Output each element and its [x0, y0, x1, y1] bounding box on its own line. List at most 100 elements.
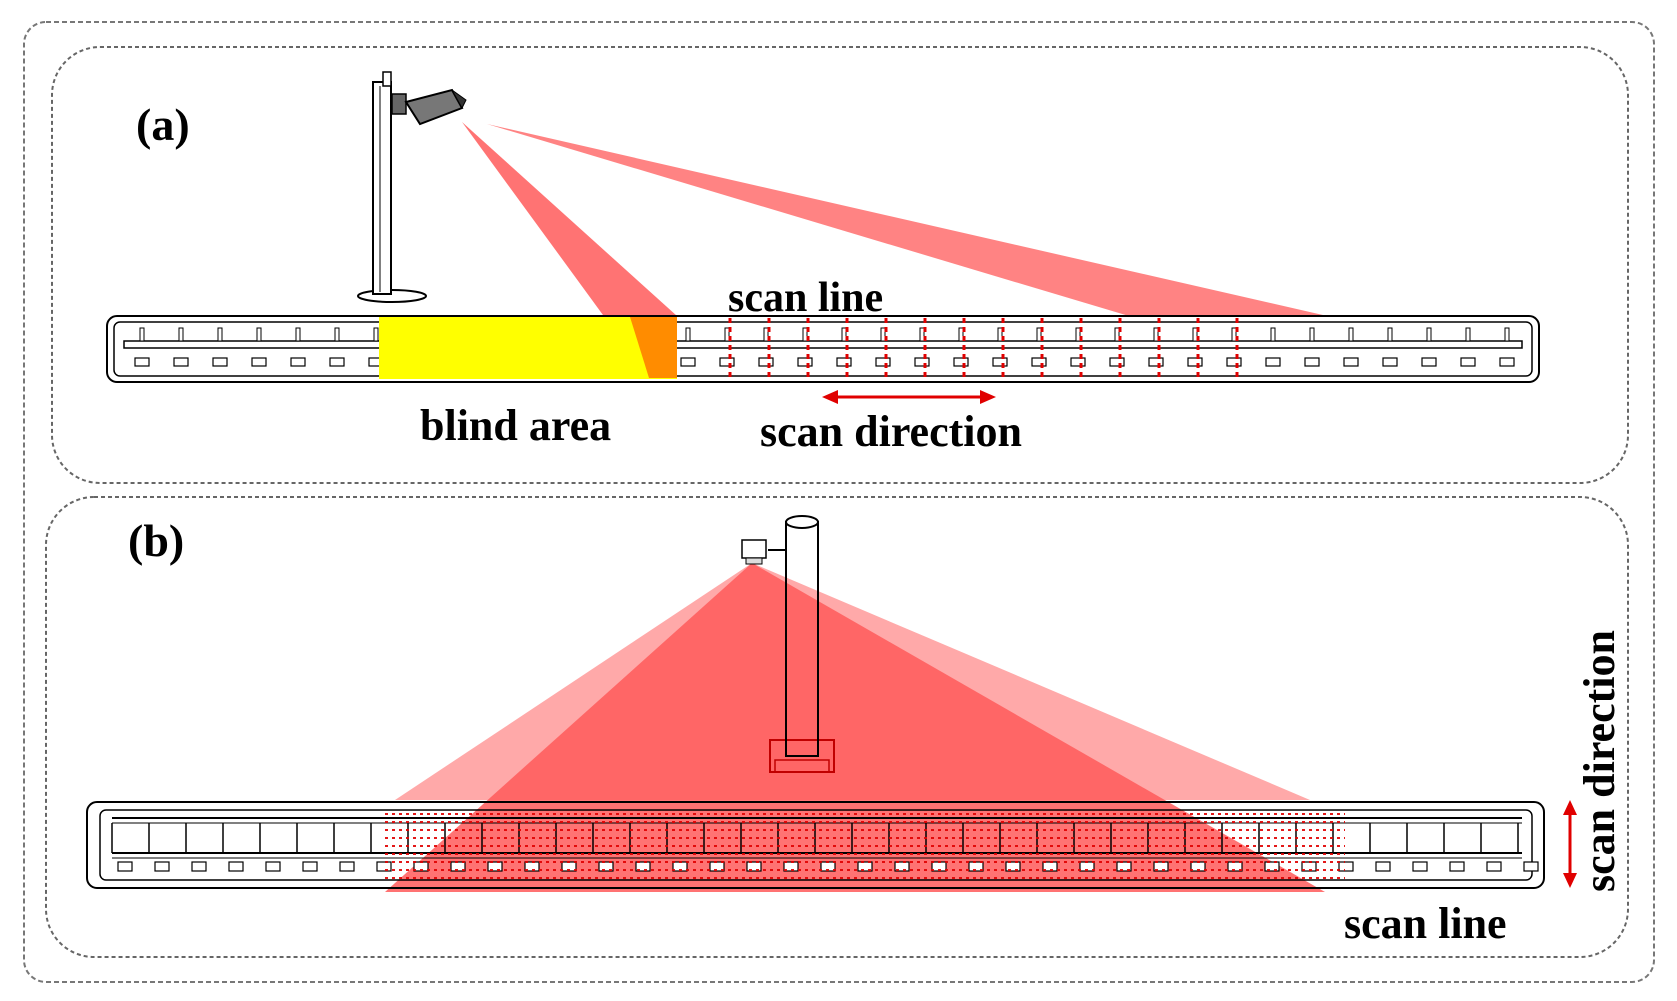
- sleeper: [1309, 327, 1315, 342]
- sleeper-foot: [1499, 357, 1515, 367]
- sleeper-foot: [251, 357, 267, 367]
- panel-a-blind-area-label: blind area: [420, 401, 611, 450]
- sleeper-foot: [117, 861, 133, 872]
- sleeper-foot: [212, 357, 228, 367]
- sleeper: [1036, 327, 1042, 342]
- sleeper-foot: [1412, 861, 1428, 872]
- sleeper-foot: [1116, 861, 1132, 872]
- sleeper-foot: [758, 357, 774, 367]
- sleeper: [802, 327, 808, 342]
- sleeper: [724, 327, 730, 342]
- sleeper-foot: [1460, 357, 1476, 367]
- sleeper-foot: [836, 357, 852, 367]
- sleeper-foot: [1148, 357, 1164, 367]
- sleeper: [1153, 327, 1159, 342]
- sleeper-foot: [635, 861, 651, 872]
- sleeper-foot: [265, 861, 281, 872]
- panel-a-scan-direction-label: scan direction: [760, 407, 1022, 456]
- sleeper-foot: [1187, 357, 1203, 367]
- sleeper-foot: [1264, 861, 1280, 872]
- sleeper-foot: [302, 861, 318, 872]
- sleeper-foot: [680, 357, 696, 367]
- sleeper-foot: [1449, 861, 1465, 872]
- panel-b-frame: [45, 496, 1629, 958]
- sleeper: [295, 327, 301, 342]
- sleeper-foot: [1226, 357, 1242, 367]
- sleeper-foot: [797, 357, 813, 367]
- sleeper: [1504, 327, 1510, 342]
- sleeper: [256, 327, 262, 342]
- sleeper-foot: [875, 357, 891, 367]
- sleeper: [919, 327, 925, 342]
- sleeper-foot: [1486, 861, 1502, 872]
- sleeper-foot: [487, 861, 503, 872]
- sleeper-foot: [1338, 861, 1354, 872]
- sleeper-foot: [154, 861, 170, 872]
- sleeper-foot: [953, 357, 969, 367]
- sleeper: [958, 327, 964, 342]
- sleeper-foot: [1005, 861, 1021, 872]
- panel-a-label: (a): [136, 99, 190, 150]
- near-beam: [462, 122, 677, 378]
- panel-b-scan-direction-label: scan direction: [1575, 630, 1624, 892]
- sleeper: [1192, 327, 1198, 342]
- sleeper: [178, 327, 184, 342]
- sleeper-foot: [914, 357, 930, 367]
- sleeper-foot: [134, 357, 150, 367]
- panel-a-frame: [51, 46, 1629, 484]
- blind-area-region: [379, 317, 677, 379]
- panel-a: (a) scan line blind: [51, 46, 1629, 484]
- panel-b: (b): [45, 496, 1629, 958]
- sleeper-foot: [1375, 861, 1391, 872]
- panel-b-scan-lines: [385, 813, 1345, 879]
- sleeper-foot: [719, 357, 735, 367]
- sleeper-foot: [1523, 861, 1539, 872]
- sleeper: [1465, 327, 1471, 342]
- sleeper-foot: [1382, 357, 1398, 367]
- sleeper-foot: [191, 861, 207, 872]
- sleeper: [1075, 327, 1081, 342]
- panel-a-scan-line-label: scan line: [728, 275, 883, 321]
- sleeper: [139, 327, 145, 342]
- far-beam: [487, 124, 1336, 378]
- panel-b-scan-direction-arrow: [1563, 800, 1577, 888]
- sleeper: [1426, 327, 1432, 342]
- sleeper: [880, 327, 886, 342]
- sleeper-foot: [1343, 357, 1359, 367]
- camera-pole: [357, 71, 427, 303]
- sleeper-foot: [857, 861, 873, 872]
- sleeper-foot: [339, 861, 355, 872]
- outer-frame: [23, 21, 1655, 983]
- track-a: [106, 315, 1540, 383]
- sleeper-foot: [329, 357, 345, 367]
- sleeper-foot: [1421, 357, 1437, 367]
- sleeper-foot: [290, 357, 306, 367]
- sleeper: [685, 327, 691, 342]
- sleeper: [334, 327, 340, 342]
- blind-overlap: [630, 317, 677, 378]
- camera-icon: [741, 539, 767, 565]
- sleeper: [217, 327, 223, 342]
- sleeper: [997, 327, 1003, 342]
- sleeper-foot: [228, 861, 244, 872]
- sleeper-foot: [173, 357, 189, 367]
- sleeper: [1231, 327, 1237, 342]
- sleeper-foot: [1153, 861, 1169, 872]
- sleeper: [1387, 327, 1393, 342]
- sleeper-foot: [1109, 357, 1125, 367]
- sleeper-foot: [1265, 357, 1281, 367]
- panel-a-scan-direction-arrow: [822, 390, 996, 404]
- sleeper-foot: [894, 861, 910, 872]
- sleeper: [841, 327, 847, 342]
- panel-a-scan-lines: [728, 318, 1239, 378]
- panel-b-label: (b): [128, 515, 184, 566]
- pole-b: [768, 515, 835, 773]
- sleeper-foot: [1031, 357, 1047, 367]
- sleeper-foot: [376, 861, 392, 872]
- sleeper-foot: [1070, 357, 1086, 367]
- sleeper: [1114, 327, 1120, 342]
- sleeper: [373, 327, 379, 342]
- sleeper-foot: [746, 861, 762, 872]
- camera-icon: [391, 88, 467, 126]
